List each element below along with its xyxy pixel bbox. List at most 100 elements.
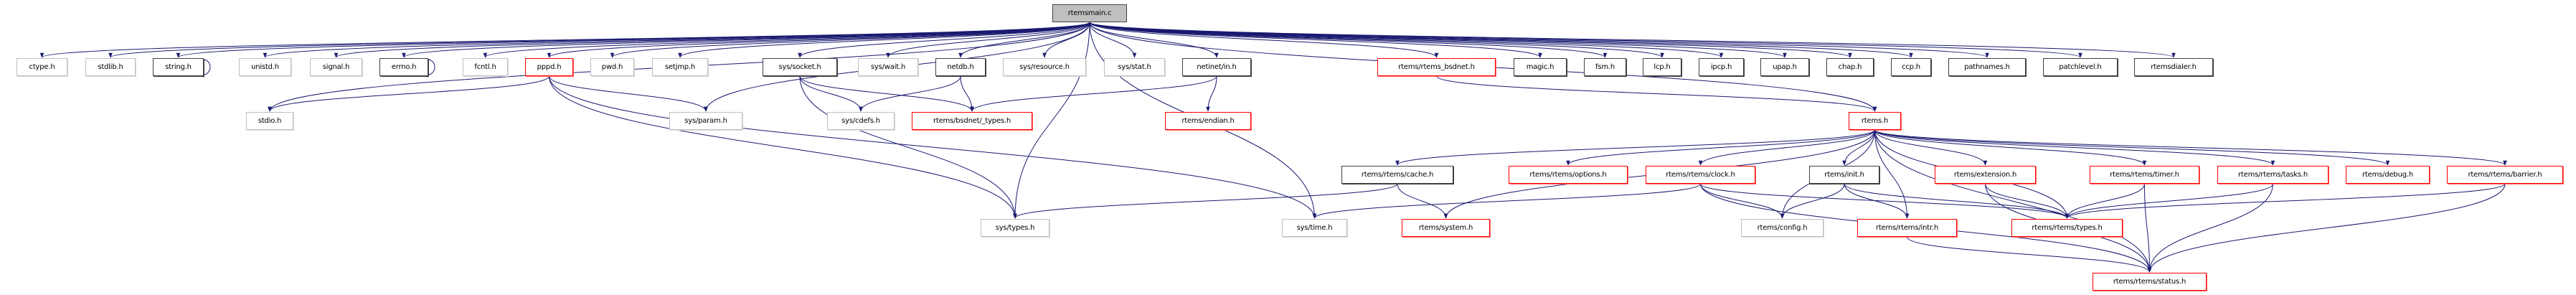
node-sys-wait-h[interactable]: sys/wait.h (858, 58, 918, 76)
node-rtems-rtems-timer-h[interactable]: rtems/rtems/timer.h (2090, 166, 2199, 184)
edge-rtemsmain-c-to-ccp-h (1089, 22, 1913, 58)
edge-rtems-init-h-to-rtems-rtems-intr-h (1844, 183, 1910, 219)
node-rtemsmain-c[interactable]: rtemsmain.c (1052, 4, 1127, 22)
edge-rtemsmain-c-to-pwd-h (610, 22, 1090, 58)
node-rtems-rtems-cache-h[interactable]: rtems/rtems/cache.h (1341, 166, 1453, 184)
edge-rtems-rtems-clock-h-to-sys-time-h (1312, 183, 1701, 219)
node-stdio-h[interactable]: stdio.h (246, 112, 293, 130)
edge-rtemsmain-c-to-string-h (176, 22, 1090, 58)
node-sys-stat-h[interactable]: sys/stat.h (1104, 58, 1165, 76)
edge-pppd-h-to-sys-time-h (549, 75, 1317, 219)
node-rtems-extension-h[interactable]: rtems/extension.h (1935, 166, 2036, 184)
edge-rtemsmain-c-to-sys-socket-h (798, 22, 1090, 58)
node-ccp-h[interactable]: ccp.h (1891, 58, 1931, 76)
edge-sys-socket-h-to-sys-cdefs-h (799, 75, 863, 112)
node-netdb-h[interactable]: netdb.h (935, 58, 986, 76)
node-rtems-system-h[interactable]: rtems/system.h (1402, 219, 1490, 237)
node-patchlevel-h[interactable]: patchlevel.h (2043, 58, 2118, 76)
node-sys-types-h[interactable]: sys/types.h (981, 219, 1049, 237)
edge-rtems-init-h-to-rtems-rtems-types-h (1844, 183, 2070, 219)
node-upap-h[interactable]: upap.h (1760, 58, 1809, 76)
edge-rtems-rtems-tasks-h-to-rtems-rtems-types-h (2065, 183, 2273, 219)
edge-sys-socket-h-to-sys-types-h (799, 75, 1017, 219)
edge-netinet-in-h-to-rtems-bsdnet-types-h (970, 75, 1217, 112)
edge-rtems-rtems-timer-h-to-rtems-rtems-types-h (2065, 183, 2145, 219)
edge-rtems-h-to-rtems-rtems-clock-h (1698, 129, 1875, 166)
node-ipcp-h[interactable]: ipcp.h (1699, 58, 1744, 76)
node-rtems-config-h[interactable]: rtems/config.h (1741, 219, 1824, 237)
edge-rtemsmain-c-to-chap-h (1089, 22, 1852, 58)
edge-pppd-h-to-sys-param-h (549, 75, 708, 112)
edge-rtems-h-to-rtems-init-h (1842, 129, 1875, 166)
edge-rtemsmain-c-to-magic-h (1089, 22, 1542, 58)
edge-rtems-rtems-intr-h-to-rtems-rtems-status-h (1907, 236, 2152, 273)
node-unistd-h[interactable]: unistd.h (239, 58, 291, 76)
node-rtems-rtems-tasks-h[interactable]: rtems/rtems/tasks.h (2217, 166, 2329, 184)
edge-pppd-h-to-sys-types-h (549, 75, 1017, 219)
node-sys-cdefs-h[interactable]: sys/cdefs.h (827, 112, 895, 130)
node-sys-socket-h[interactable]: sys/socket.h (763, 58, 837, 76)
edge-rtems-rtems-timer-h-to-rtems-rtems-status-h (2144, 183, 2152, 273)
edge-rtemsmain-c-to-fcntl-h (483, 22, 1090, 58)
edge-rtems-rtems-clock-h-to-rtems-config-h (1700, 183, 1785, 219)
node-string-h[interactable]: string.h (153, 58, 204, 76)
edge-rtemsmain-c-to-sys-types-h (1013, 22, 1090, 219)
node-rtems-rtems-status-h[interactable]: rtems/rtems/status.h (2093, 273, 2207, 291)
edge-sys-socket-h-to-rtems-bsdnet-types-h (799, 75, 974, 112)
node-rtems-rtems-bsdnet-h[interactable]: rtems/rtems_bsdnet.h (1377, 58, 1496, 76)
edge-rtemsmain-c-to-errno-h (402, 22, 1090, 58)
node-rtems-h[interactable]: rtems.h (1849, 112, 1901, 130)
node-lcp-h[interactable]: lcp.h (1643, 58, 1681, 76)
edge-rtemsmain-c-to-pathnames-h (1089, 22, 1989, 58)
edge-rtemsmain-c-to-ctype-h (40, 22, 1090, 58)
edge-rtems-h-to-rtems-rtems-intr-h (1874, 129, 1910, 219)
node-errno-h[interactable]: errno.h (379, 58, 428, 76)
node-fsm-h[interactable]: fsm.h (1584, 58, 1626, 76)
edge-rtemsmain-c-to-setjmp-h (678, 22, 1090, 58)
edge-rtemsmain-c-to-sys-stat-h (1089, 22, 1137, 58)
node-sys-param-h[interactable]: sys/param.h (669, 112, 742, 130)
edge-rtemsmain-c-to-fsm-h (1089, 22, 1608, 58)
edge-rtems-h-to-rtems-rtems-cache-h (1395, 129, 1875, 166)
edge-rtems-h-to-rtems-rtems-tasks-h (1874, 129, 2275, 166)
node-rtems-init-h[interactable]: rtems/init.h (1809, 166, 1879, 184)
node-rtems-rtems-clock-h[interactable]: rtems/rtems/clock.h (1646, 166, 1755, 184)
node-rtems-rtems-types-h[interactable]: rtems/rtems/types.h (2011, 219, 2123, 237)
node-rtems-endian-h[interactable]: rtems/endian.h (1165, 112, 1251, 130)
node-chap-h[interactable]: chap.h (1826, 58, 1874, 76)
node-rtems-rtems-barrier-h[interactable]: rtems/rtems/barrier.h (2447, 166, 2563, 184)
edge-rtems-h-to-rtems-rtems-status-h (1874, 129, 2152, 273)
node-pwd-h[interactable]: pwd.h (590, 58, 634, 76)
edge-pppd-h-to-stdio-h (268, 75, 549, 112)
node-rtems-rtems-options-h[interactable]: rtems/rtems/options.h (1509, 166, 1628, 184)
edge-rtemsmain-c-to-rtemsdialer-h (1089, 22, 2176, 58)
node-sys-time-h[interactable]: sys/time.h (1282, 219, 1347, 237)
edge-rtems-h-to-rtems-debug-h (1874, 129, 2390, 166)
node-pathnames-h[interactable]: pathnames.h (1948, 58, 2026, 76)
node-rtems-rtems-intr-h[interactable]: rtems/rtems/intr.h (1857, 219, 1957, 237)
edge-rtemsmain-c-to-unistd-h (263, 22, 1090, 58)
node-fcntl-h[interactable]: fcntl.h (463, 58, 508, 76)
node-sys-resource-h[interactable]: sys/resource.h (1003, 58, 1086, 76)
edge-rtems-h-to-rtems-rtems-timer-h (1874, 129, 2147, 166)
edge-netinet-in-h-to-rtems-endian-h (1206, 75, 1217, 112)
edge-rtems-rtems-cache-h-to-sys-types-h (1013, 183, 1398, 219)
node-rtems-debug-h[interactable]: rtems/debug.h (2346, 166, 2430, 184)
node-netinet-in-h[interactable]: netinet/in.h (1182, 58, 1251, 76)
node-stdlib-h[interactable]: stdlib.h (85, 58, 136, 76)
edge-rtems-rtems-barrier-h-to-rtems-rtems-status-h (2147, 183, 2506, 273)
edge-rtems-rtems-bsdnet-h-to-rtems-h (1436, 75, 1877, 112)
edge-rtemsmain-c-to-upap-h (1089, 22, 1787, 58)
node-signal-h[interactable]: signal.h (310, 58, 362, 76)
node-ctype-h[interactable]: ctype.h (16, 58, 67, 76)
node-rtems-bsdnet-types-h[interactable]: rtems/bsdnet/_types.h (912, 112, 1032, 130)
node-pppd-h[interactable]: pppd.h (525, 58, 573, 76)
edge-rtemsmain-c-to-rtems-rtems-bsdnet-h (1089, 22, 1439, 58)
edge-rtems-rtems-tasks-h-to-rtems-rtems-status-h (2147, 183, 2273, 273)
node-setjmp-h[interactable]: setjmp.h (652, 58, 708, 76)
node-magic-h[interactable]: magic.h (1514, 58, 1567, 76)
node-rtemsdialer-h[interactable]: rtemsdialer.h (2134, 58, 2213, 76)
edge-rtems-rtems-clock-h-to-rtems-rtems-types-h (1700, 183, 2070, 219)
